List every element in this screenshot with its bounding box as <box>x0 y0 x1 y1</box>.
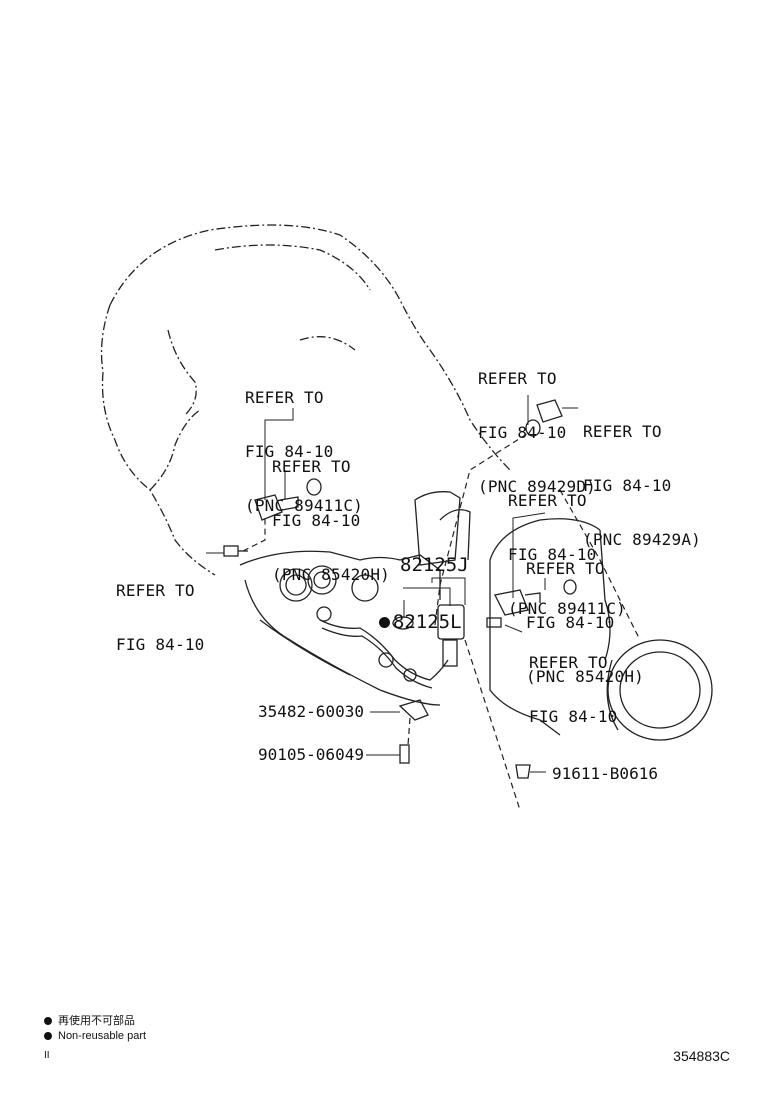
ref-line: FIG 84-10 <box>529 707 618 726</box>
transmission-housing-outline <box>109 224 511 471</box>
wire-harness <box>319 619 449 681</box>
bracket-35482 <box>398 699 429 721</box>
connector-82125j <box>437 604 465 640</box>
ref-label-89411c-left: REFER TO FIG 84-10 (PNC 89411C) <box>245 353 363 533</box>
ref-label-right-bolt: REFER TO FIG 84-10 <box>529 618 618 744</box>
bolt-90105 <box>399 744 410 764</box>
sensor-right <box>494 589 529 616</box>
legend-text-en: Non-reusable part <box>58 1030 147 1042</box>
ref-line: (PNC 89429D) <box>478 477 596 496</box>
ref-label-85420h-left: REFER TO FIG 84-10 (PNC 85420H) <box>272 422 390 602</box>
ref-line: FIG 84-10 <box>526 613 615 632</box>
ref-line: (PNC 85420H) <box>526 667 644 686</box>
part-number-35482-60030[interactable]: 35482-60030 <box>258 702 364 721</box>
ref-label-left-bolt: REFER TO FIG 84-10 <box>116 546 205 672</box>
ref-line: REFER TO <box>478 369 557 388</box>
ref-line: REFER TO <box>245 388 324 407</box>
bullet-icon <box>44 1032 52 1041</box>
ref-line: (PNC 89411C) <box>508 599 626 618</box>
ref-line: FIG 84-10 <box>478 423 567 442</box>
ref-line: FIG 84-10 <box>272 511 361 530</box>
part-number-90105-06049[interactable]: 90105-06049 <box>258 745 364 764</box>
sensor-left <box>254 494 283 521</box>
ref-label-89411c-right: REFER TO FIG 84-10 (PNC 89411C) <box>508 456 626 636</box>
ref-line: REFER TO <box>583 422 662 441</box>
legend-mark: II <box>44 1050 50 1061</box>
ref-line: REFER TO <box>272 457 351 476</box>
ref-line: (PNC 85420H) <box>272 565 390 584</box>
legend-row-jp: 再使用不可部品 <box>44 1014 146 1029</box>
ref-line: FIG 84-10 <box>116 635 205 654</box>
ref-line: (PNC 89429A) <box>583 530 701 549</box>
ref-line: REFER TO <box>526 559 605 578</box>
ref-line: REFER TO <box>529 653 608 672</box>
bolt-91611 <box>515 764 531 779</box>
transmission-case <box>239 550 441 600</box>
legend-text-jp: 再使用不可部品 <box>58 1015 135 1027</box>
legend-row-en: Non-reusable part <box>44 1029 146 1044</box>
ref-label-89429d: REFER TO FIG 84-10 (PNC 89429D) <box>478 334 596 514</box>
grommet-82125l <box>392 616 414 630</box>
sensor-right-top <box>536 399 563 423</box>
oil-filter <box>607 639 713 741</box>
non-reusable-marker-icon <box>378 617 390 628</box>
ref-line: REFER TO <box>508 491 587 510</box>
figure-code: 354883C <box>673 1048 730 1064</box>
ref-label-85420h-right: REFER TO FIG 84-10 (PNC 85420H) <box>526 524 644 704</box>
ref-line: FIG 84-10 <box>245 442 334 461</box>
part-number-82125l-text: 82125L <box>392 611 462 633</box>
part-number-91611-b0616[interactable]: 91611-B0616 <box>552 764 658 783</box>
bolt-left <box>223 545 239 557</box>
bolt-right <box>486 617 502 628</box>
ref-line: (PNC 89411C) <box>245 496 363 515</box>
bullet-icon <box>44 1017 52 1026</box>
legend: 再使用不可部品 Non-reusable part <box>44 1014 146 1044</box>
part-number-82125j[interactable]: 82125J <box>400 554 469 576</box>
ref-line: FIG 84-10 <box>583 476 672 495</box>
ref-line: REFER TO <box>116 581 195 600</box>
part-number-82125l[interactable]: 82125L <box>356 589 462 633</box>
ref-label-89429a: REFER TO FIG 84-10 (PNC 89429A) <box>583 387 701 567</box>
ref-line: FIG 84-10 <box>508 545 597 564</box>
